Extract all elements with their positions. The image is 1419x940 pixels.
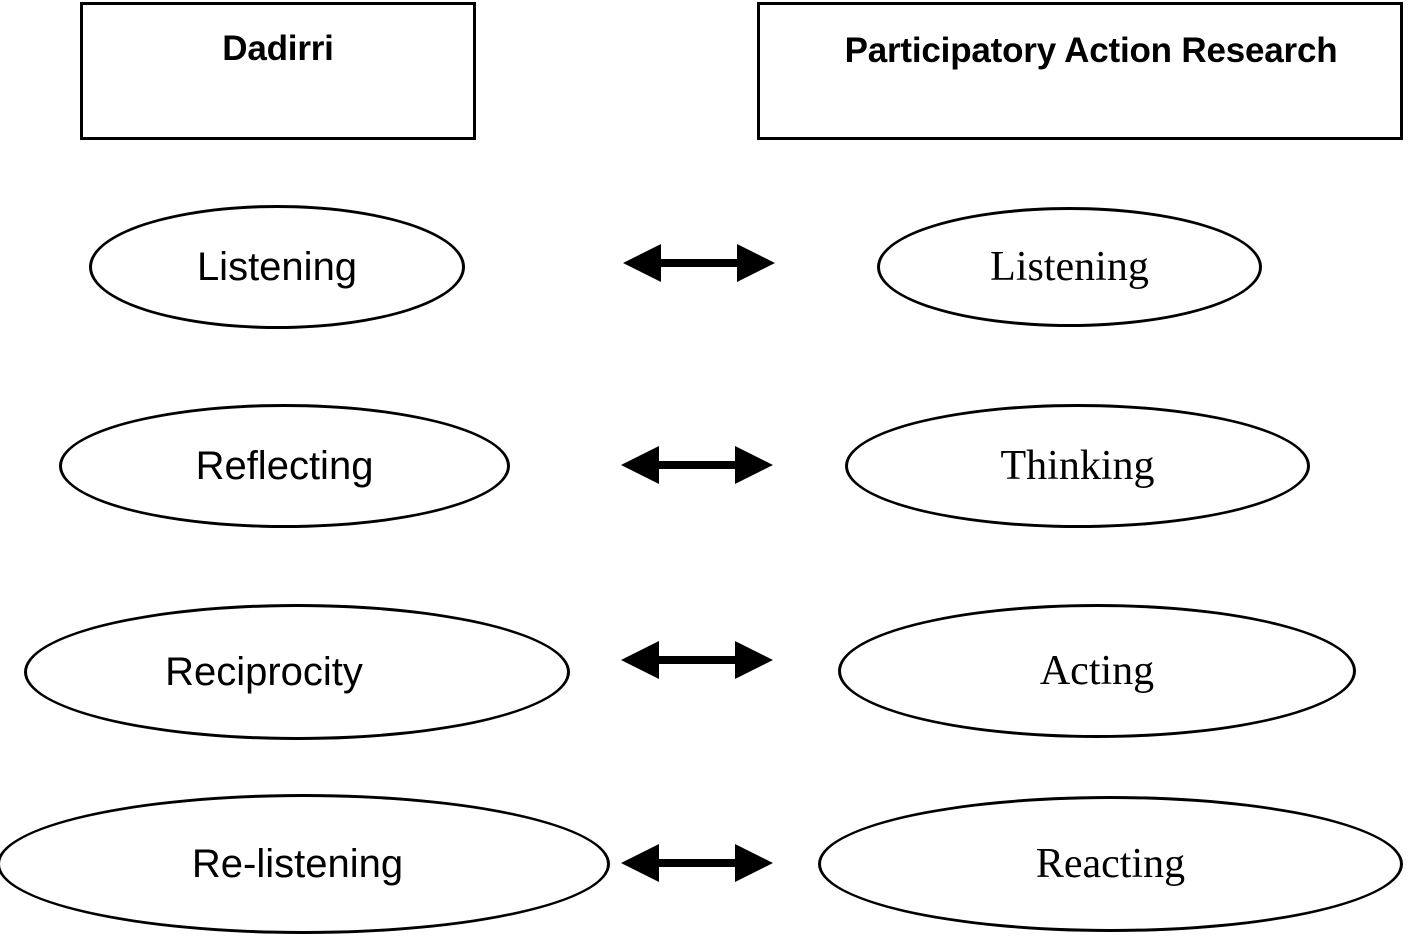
node-label: Listening xyxy=(990,244,1149,290)
node-dadirri-reciprocity: Reciprocity xyxy=(24,604,570,740)
node-dadirri-re-listening: Re-listening xyxy=(0,794,610,934)
column-header-label-dadirri: Dadirri xyxy=(222,29,334,68)
column-header-box-dadirri: Dadirri xyxy=(80,2,476,140)
node-dadirri-listening: Listening xyxy=(89,205,465,329)
node-label: Thinking xyxy=(1000,443,1155,489)
node-par-acting: Acting xyxy=(838,604,1356,738)
node-dadirri-reflecting: Reflecting xyxy=(59,404,510,528)
node-par-listening: Listening xyxy=(877,207,1262,327)
node-label: Reciprocity xyxy=(165,650,363,694)
node-label: Acting xyxy=(1039,648,1155,694)
double-arrow-icon xyxy=(621,844,773,882)
column-header-label-participatory-action-research: Participatory Action Research xyxy=(844,31,1338,70)
node-par-thinking: Thinking xyxy=(845,404,1310,528)
node-label: Reflecting xyxy=(195,444,374,488)
node-label: Listening xyxy=(196,245,358,289)
node-label: Re-listening xyxy=(191,842,404,886)
column-header-box-participatory-action-research: Participatory Action Research xyxy=(757,2,1403,140)
node-label: Reacting xyxy=(1035,841,1186,887)
double-arrow-icon xyxy=(621,641,773,679)
node-par-reacting: Reacting xyxy=(818,796,1403,932)
double-arrow-icon xyxy=(621,446,773,484)
double-arrow-icon xyxy=(623,244,775,282)
